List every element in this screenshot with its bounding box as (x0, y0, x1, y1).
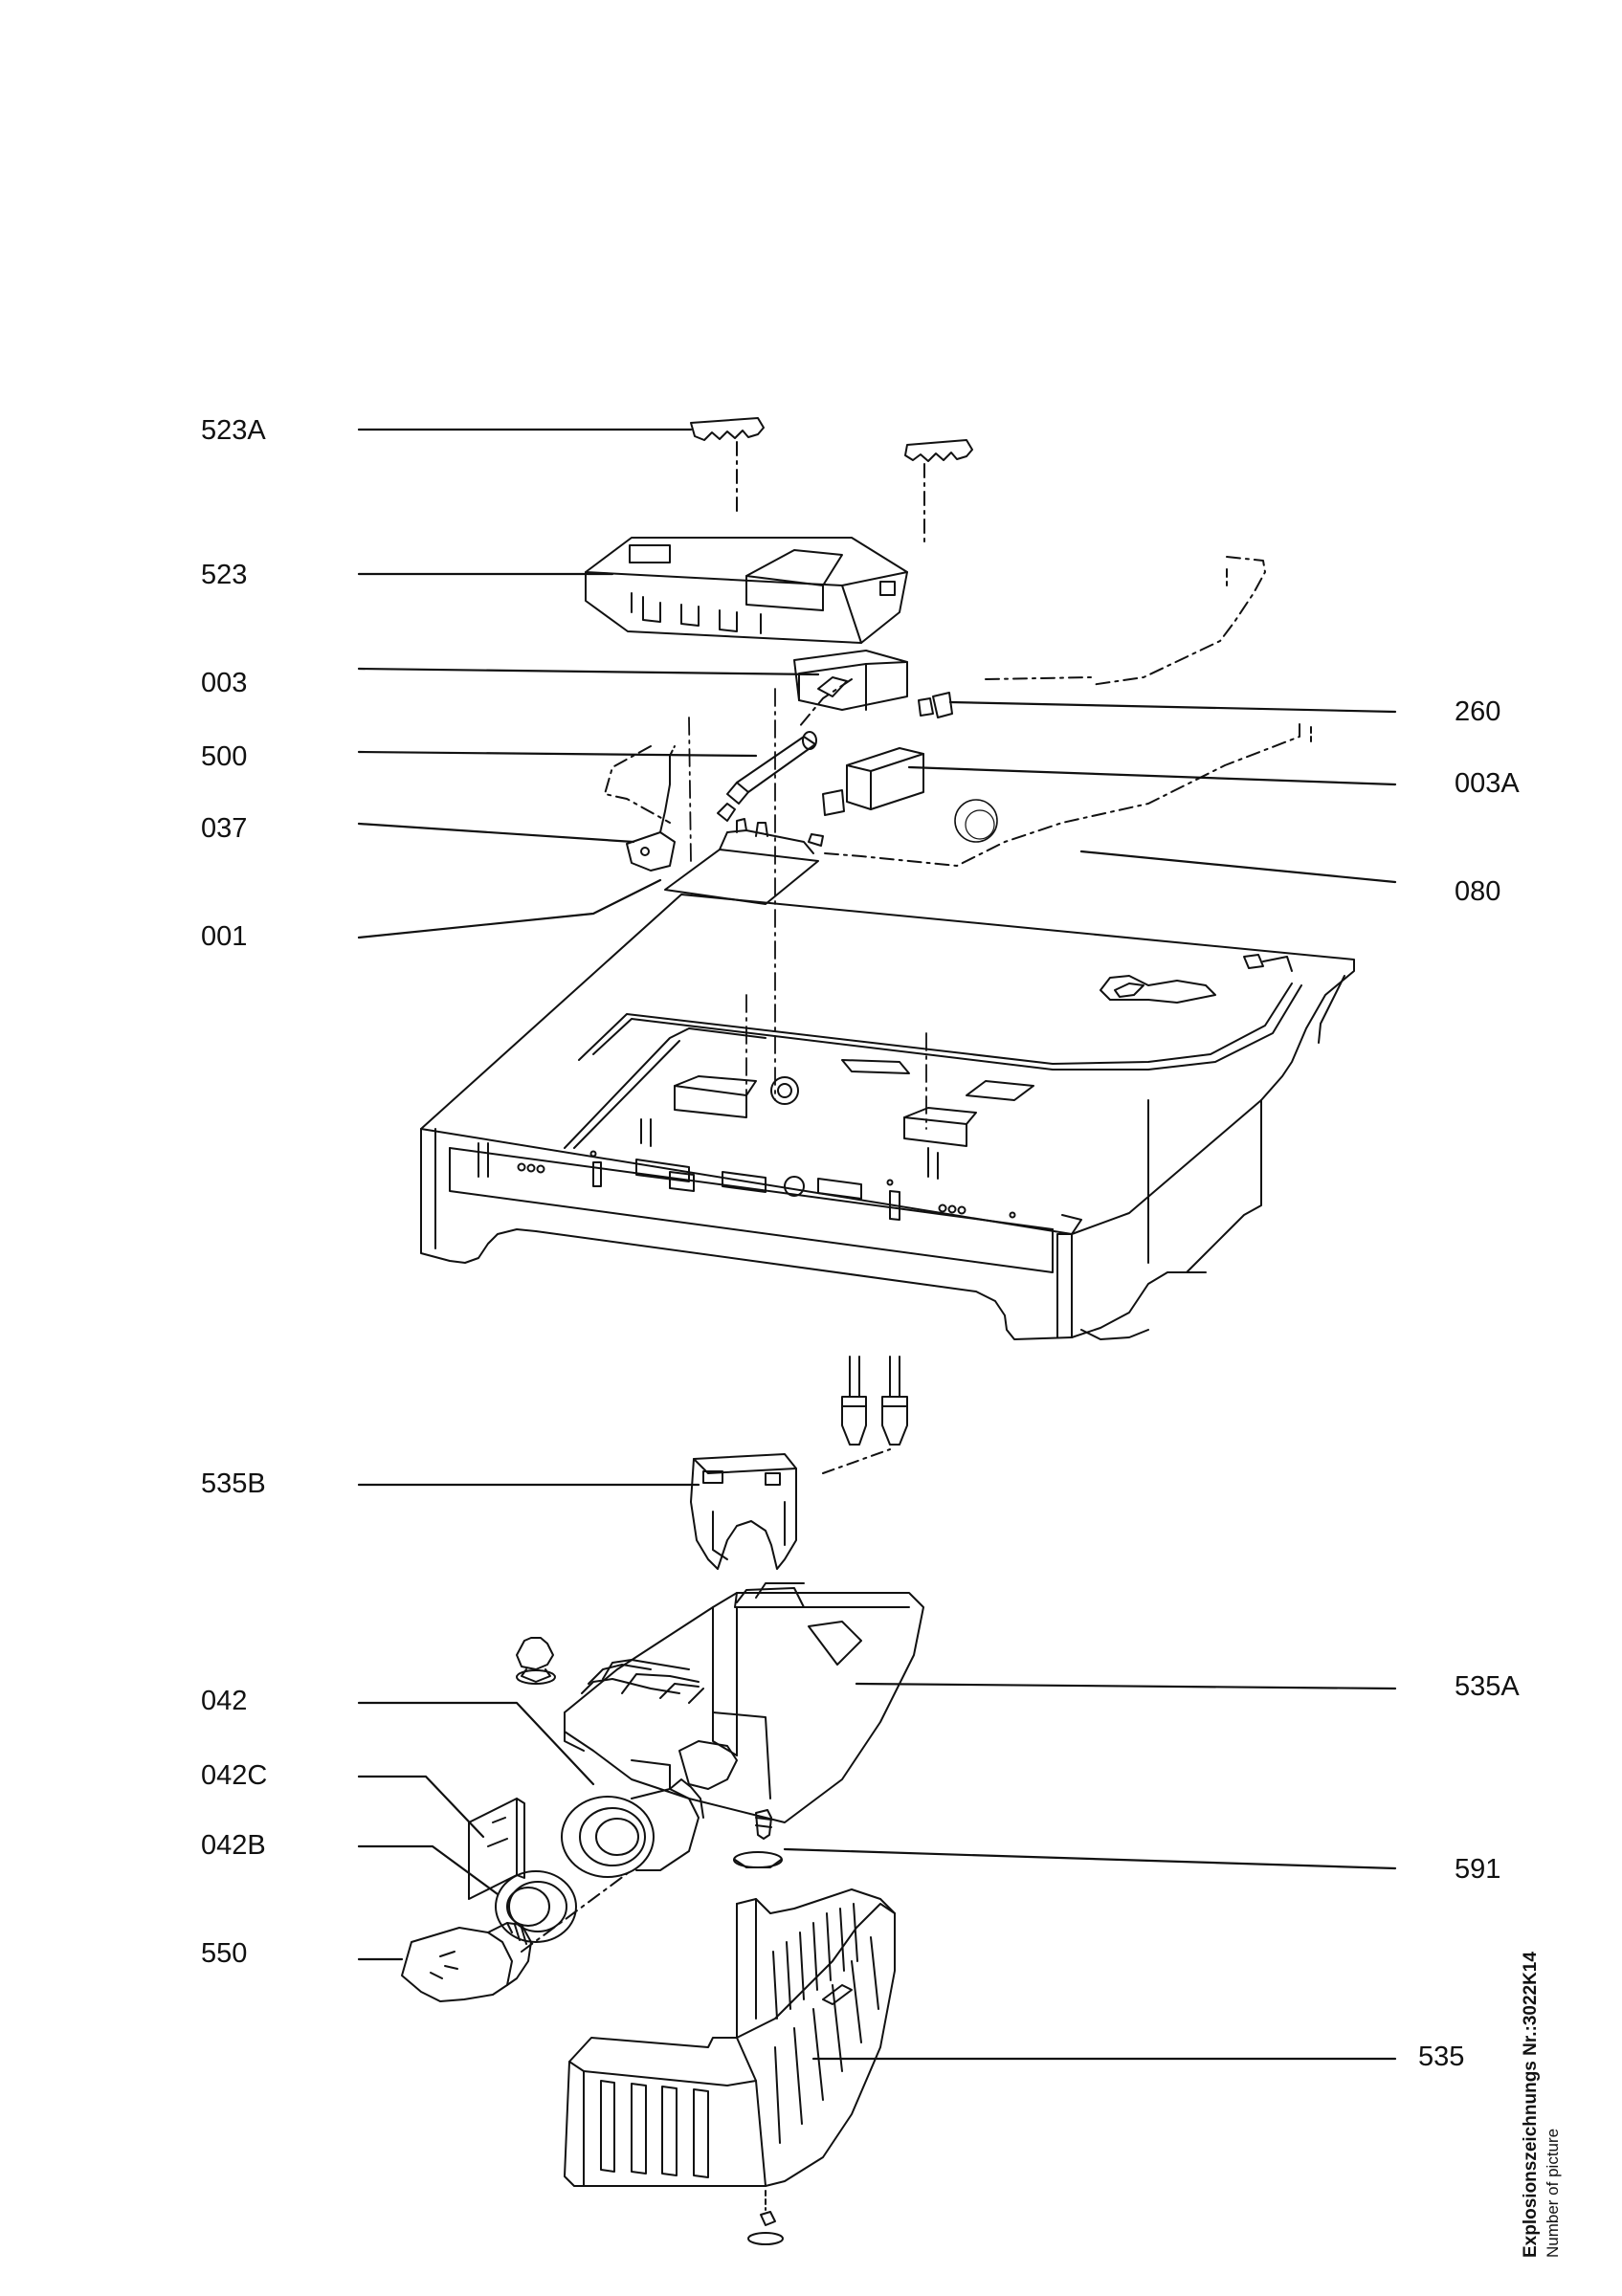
drawing-number-caption: Explosionszeichnungs Nr.:3022K14 Number … (1520, 1952, 1563, 2258)
part-001-board (664, 803, 824, 905)
part-042b-ring (495, 1870, 577, 1943)
callout-523a: 523A (201, 415, 266, 446)
part-037-plug (626, 745, 676, 872)
callout-042c: 042C (201, 1760, 268, 1791)
part-535b-bracket (690, 1448, 891, 1570)
part-550-bulb (401, 1869, 633, 2002)
callout-550: 550 (201, 1938, 248, 1969)
callout-591: 591 (1455, 1854, 1501, 1885)
part-042c-plate (468, 1798, 525, 1900)
callout-037: 037 (201, 813, 248, 844)
part-523a-clips (690, 417, 973, 546)
part-523-cover (585, 537, 1266, 686)
part-003a-switch (822, 747, 998, 843)
base-tray (420, 894, 1355, 1340)
part-535a-holder (516, 1582, 924, 1823)
drawing-number: Explosionszeichnungs Nr.:3022K14 (1521, 1952, 1541, 2258)
part-003-switch (793, 650, 953, 718)
callout-535a: 535A (1455, 1671, 1520, 1702)
callout-523: 523 (201, 560, 248, 590)
callout-003a: 003A (1455, 768, 1520, 799)
callout-042b: 042B (201, 1830, 266, 1861)
callout-535: 535 (1418, 2042, 1465, 2072)
part-500-rod (726, 731, 817, 805)
callout-500: 500 (201, 741, 248, 772)
part-080-wiring (604, 676, 1300, 867)
part-042-socket (561, 1778, 704, 1878)
callout-001: 001 (201, 921, 248, 952)
drawing-number-subtitle: Number of picture (1543, 2128, 1562, 2258)
callout-260: 260 (1455, 696, 1501, 727)
callout-535b: 535B (201, 1468, 266, 1499)
leader-lines-left (357, 428, 820, 1961)
part-591-screw (733, 1809, 783, 1868)
callout-080: 080 (1455, 876, 1501, 907)
leader-lines-right (783, 700, 1397, 2061)
callout-003: 003 (201, 668, 248, 698)
wire-connectors (841, 1356, 908, 1446)
callout-042: 042 (201, 1686, 248, 1716)
part-535-cover (564, 1888, 896, 2245)
